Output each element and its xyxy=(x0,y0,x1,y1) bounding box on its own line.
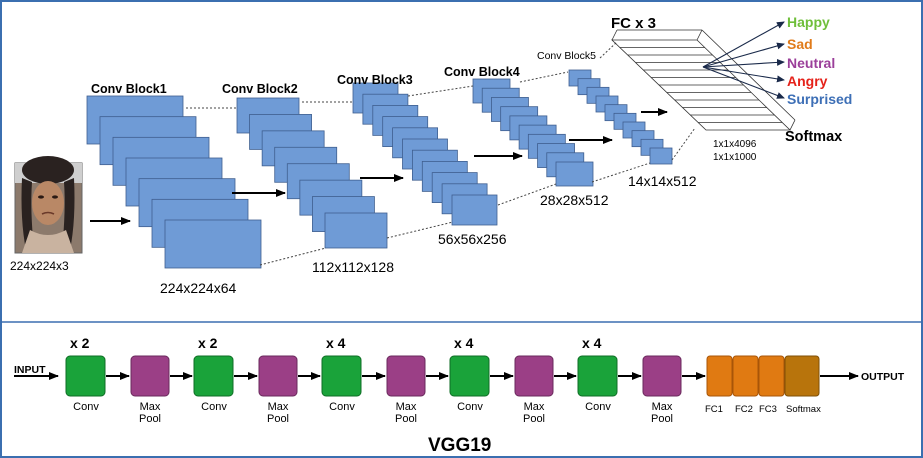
conv-block1-output: 224x224x64 xyxy=(160,280,237,296)
blk4-layer xyxy=(555,161,594,187)
conv-stage-box xyxy=(577,355,618,397)
fc3-box xyxy=(758,355,785,397)
input-face-image xyxy=(14,156,83,254)
block-connectors xyxy=(186,41,696,266)
fc-layers xyxy=(611,29,796,131)
emotion-surprised: Surprised xyxy=(787,91,852,107)
conv-block3-layers xyxy=(352,82,498,226)
conv-stage-box xyxy=(449,355,490,397)
blk2-layer xyxy=(324,212,388,249)
blk5-layer xyxy=(649,147,673,165)
fc-label: FC x 3 xyxy=(611,15,656,32)
conv-block5-label: Conv Block5 xyxy=(537,50,596,62)
conv-block3-output: 56x56x256 xyxy=(438,231,507,247)
softmax-box xyxy=(784,355,820,397)
conv-block5-output: 14x14x512 xyxy=(628,173,697,189)
block-arrows xyxy=(90,108,668,225)
fc3-label: FC3 xyxy=(759,404,777,415)
emotion-arrows xyxy=(702,21,785,99)
conv-block3-label: Conv Block3 xyxy=(337,73,413,87)
emotion-neutral: Neutral xyxy=(787,55,835,71)
conv-repeat-label: x 4 xyxy=(454,335,474,351)
conv-stage-label: Conv xyxy=(73,401,99,413)
conv-stage-box xyxy=(321,355,362,397)
conv-block2-output: 112x112x128 xyxy=(312,259,394,275)
pipeline-softmax-label: Softmax xyxy=(786,404,821,415)
pool-stage-box xyxy=(514,355,554,397)
conv-stage-label: Conv xyxy=(585,401,611,413)
conv-block4-layers xyxy=(472,78,594,187)
fc2-box xyxy=(732,355,759,397)
conv-stage-box xyxy=(193,355,234,397)
conv-repeat-label: x 2 xyxy=(198,335,218,351)
conv-repeat-label: x 4 xyxy=(582,335,602,351)
emotion-angry: Angry xyxy=(787,73,828,89)
fc2-label: FC2 xyxy=(735,404,753,415)
conv-repeat-label: x 2 xyxy=(70,335,90,351)
conv-stage-label: Conv xyxy=(329,401,355,413)
emotion-happy: Happy xyxy=(787,14,830,30)
conv-block1-layers xyxy=(86,95,262,269)
conv-block4-label: Conv Block4 xyxy=(444,65,520,79)
input-size-label: 224x224x3 xyxy=(10,259,69,273)
softmax-label: Softmax xyxy=(785,129,842,145)
conv-block2-layers xyxy=(236,97,388,249)
pool-stage-box xyxy=(258,355,298,397)
emotion-sad: Sad xyxy=(787,36,813,52)
fc1-label: FC1 xyxy=(705,404,723,415)
conv-block1-label: Conv Block1 xyxy=(91,82,167,96)
conv-repeat-label: x 4 xyxy=(326,335,346,351)
pool-stage-box xyxy=(642,355,682,397)
fc1-box xyxy=(706,355,733,397)
pool-stage-box xyxy=(386,355,426,397)
conv-block5-layers xyxy=(568,69,673,165)
blk3-layer xyxy=(451,194,498,226)
conv-stage-label: Conv xyxy=(457,401,483,413)
conv-block4-output: 28x28x512 xyxy=(540,192,609,208)
conv-stage-label: Conv xyxy=(201,401,227,413)
conv-stage-box xyxy=(65,355,106,397)
conv-block2-label: Conv Block2 xyxy=(222,82,298,96)
pipeline-input-label: INPUT xyxy=(14,364,46,376)
fc-dim-2: 1x1x1000 xyxy=(713,152,757,163)
pool-stage-box xyxy=(130,355,170,397)
pipeline-output-label: OUTPUT xyxy=(861,371,905,383)
network-title: VGG19 xyxy=(428,435,491,456)
fc-dim-1: 1x1x4096 xyxy=(713,139,757,150)
blk1-layer xyxy=(164,219,262,269)
